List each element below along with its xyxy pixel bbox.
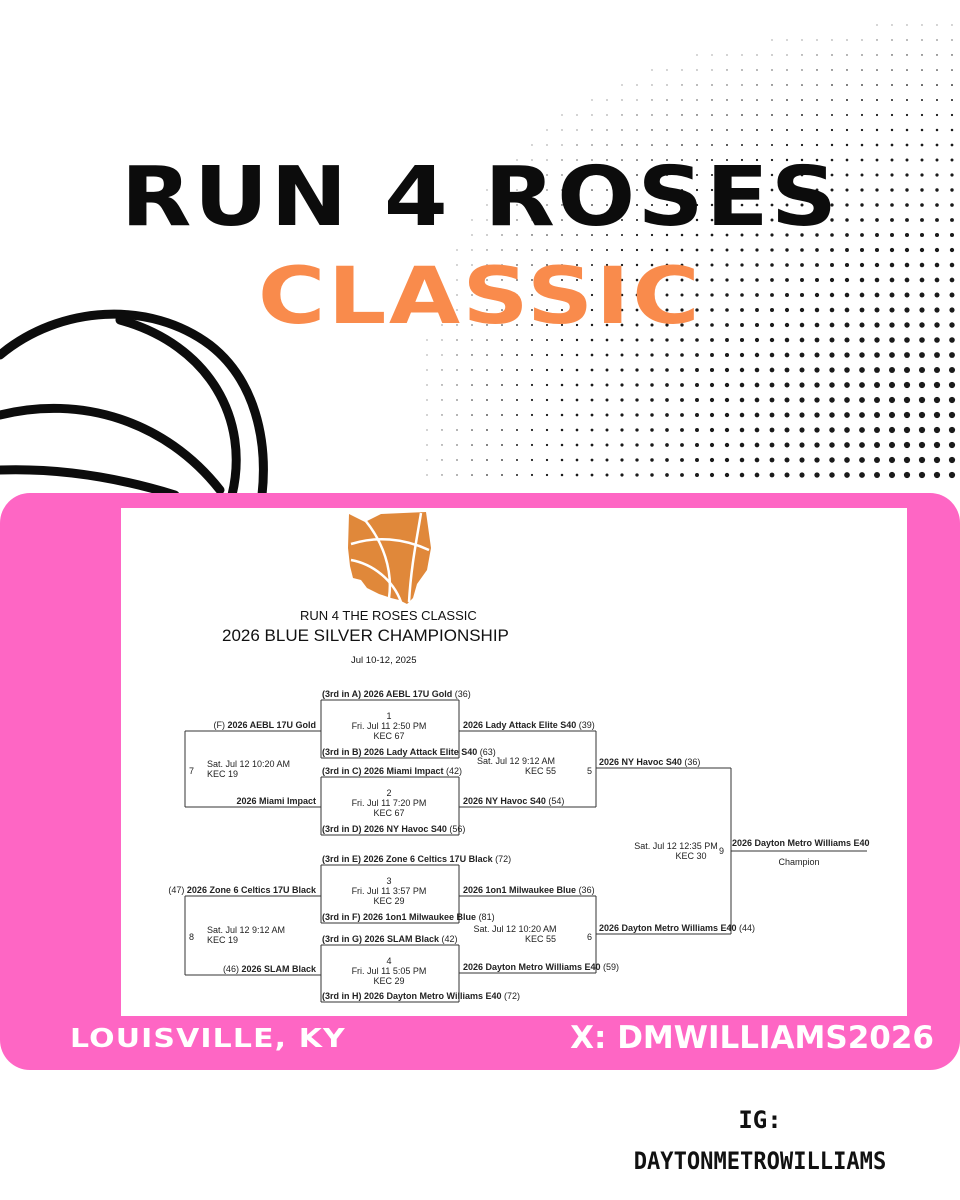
location-label: LOUISVILLE, KY — [70, 1024, 346, 1054]
champion-label: Champion — [778, 857, 819, 867]
semis-team-2: 2026 Dayton Metro Williams E40 (44) — [599, 923, 755, 933]
game-7-time: Sat. Jul 12 10:20 AM — [207, 759, 290, 769]
game-2-time: Fri. Jul 11 7:20 PM — [352, 798, 427, 808]
seed-6: (3rd in F) 2026 1on1 Milwaukee Blue (81) — [322, 912, 495, 922]
champion-team: 2026 Dayton Metro Williams E40 — [732, 838, 869, 848]
event-dates: Jul 10-12, 2025 — [351, 655, 417, 666]
game-8-time: Sat. Jul 12 9:12 AM — [207, 925, 285, 935]
game-5-time: Sat. Jul 12 9:12 AM — [477, 756, 555, 766]
game-1-number: 1 — [386, 711, 391, 721]
event-name: RUN 4 THE ROSES CLASSIC — [300, 608, 477, 623]
tournament-bracket: RUN 4 THE ROSES CLASSIC 2026 BLUE SILVER… — [168, 512, 869, 1003]
seed-5: (3rd in E) 2026 Zone 6 Celtics 17U Black… — [322, 854, 511, 864]
game-9-number: 9 — [719, 846, 724, 856]
consolation-team-1: (F) 2026 AEBL 17U Gold — [213, 720, 316, 730]
seed-7: (3rd in G) 2026 SLAM Black (42) — [322, 934, 458, 944]
game-3-number: 3 — [386, 876, 391, 886]
game-3-time: Fri. Jul 11 3:57 PM — [352, 886, 427, 896]
seed-2: (3rd in B) 2026 Lady Attack Elite S40 (6… — [322, 747, 496, 757]
seed-1: (3rd in A) 2026 AEBL 17U Gold (36) — [322, 689, 471, 699]
consolation-team-4: (46) 2026 SLAM Black — [223, 964, 317, 974]
game-5-court: KEC 55 — [525, 766, 556, 776]
game-6-court: KEC 55 — [525, 934, 556, 944]
seed-8: (3rd in H) 2026 Dayton Metro Williams E4… — [322, 991, 520, 1001]
poster-title-line1: RUN 4 ROSES — [120, 150, 840, 245]
game-7-court: KEC 19 — [207, 769, 238, 779]
game-2-court: KEC 67 — [373, 808, 404, 818]
instagram-handle: DAYTONMETROWILLIAMS — [633, 1147, 887, 1175]
poster-title-line2: CLASSIC — [257, 252, 703, 342]
instagram-label: IG: — [738, 1106, 782, 1134]
bracket-lines — [184, 699, 867, 1003]
game-1-court: KEC 67 — [373, 731, 404, 741]
game-8-number: 8 — [189, 932, 194, 942]
game-9-court: KEC 30 — [675, 851, 706, 861]
game-4-number: 4 — [386, 956, 391, 966]
x-handle: X: DMWILLIAMS2026 — [570, 1020, 934, 1056]
bracket-card — [121, 508, 907, 1016]
game-4-time: Fri. Jul 11 5:05 PM — [352, 966, 427, 976]
consolation-team-3: (47) 2026 Zone 6 Celtics 17U Black — [168, 885, 317, 895]
game-7-number: 7 — [189, 766, 194, 776]
halftone-dot-pattern — [426, 24, 956, 479]
round2-team-2: 2026 NY Havoc S40 (54) — [463, 796, 564, 806]
basketball-icon — [0, 309, 268, 500]
seed-3: (3rd in C) 2026 Miami Impact (42) — [322, 766, 462, 776]
game-6-time: Sat. Jul 12 10:20 AM — [473, 924, 556, 934]
consolation-team-2: 2026 Miami Impact — [236, 796, 316, 806]
semis-team-1: 2026 NY Havoc S40 (36) — [599, 757, 700, 767]
game-1-time: Fri. Jul 11 2:50 PM — [352, 721, 427, 731]
game-9-time: Sat. Jul 12 12:35 PM — [634, 841, 718, 851]
game-6-number: 6 — [587, 932, 592, 942]
round2-team-1: 2026 Lady Attack Elite S40 (39) — [463, 720, 595, 730]
game-4-court: KEC 29 — [373, 976, 404, 986]
round2-team-3: 2026 1on1 Milwaukee Blue (36) — [463, 885, 595, 895]
game-8-court: KEC 19 — [207, 935, 238, 945]
ohio-basketball-logo-icon — [348, 512, 431, 604]
round2-team-4: 2026 Dayton Metro Williams E40 (59) — [463, 962, 619, 972]
seed-4: (3rd in D) 2026 NY Havoc S40 (56) — [322, 824, 465, 834]
game-5-number: 5 — [587, 766, 592, 776]
game-2-number: 2 — [386, 788, 391, 798]
game-3-court: KEC 29 — [373, 896, 404, 906]
division-title: 2026 BLUE SILVER CHAMPIONSHIP — [222, 626, 509, 645]
